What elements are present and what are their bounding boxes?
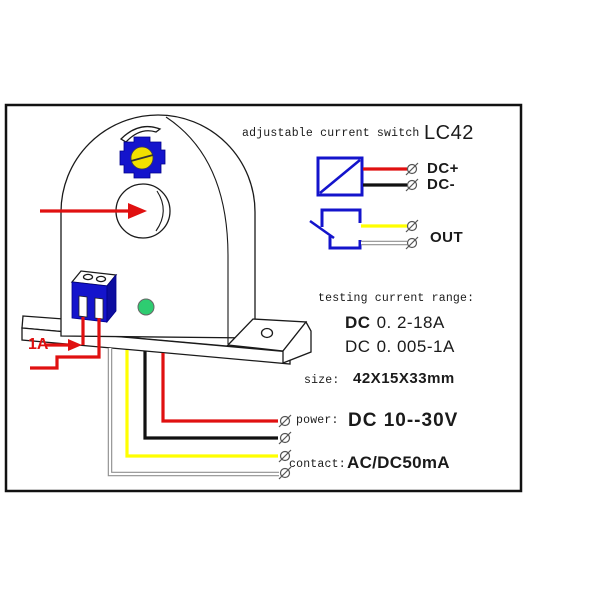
switch-symbol xyxy=(309,208,362,250)
power-label: power: xyxy=(296,414,339,427)
contact-label: contact: xyxy=(289,458,346,471)
terminal-icon xyxy=(405,236,419,250)
power-symbol-box xyxy=(316,156,364,197)
current-arrow xyxy=(68,339,82,351)
diagram-frame xyxy=(4,103,523,493)
contact-value: AC/DC50mA xyxy=(347,453,450,472)
hole-pointer-arrow xyxy=(40,203,147,219)
indicator-led xyxy=(137,298,155,316)
range-2-unit: DC xyxy=(345,337,371,356)
molding-mark xyxy=(119,125,162,143)
label-dc-plus: DC+ xyxy=(427,160,459,177)
terminal-icon xyxy=(278,466,292,480)
wire-red xyxy=(161,353,278,423)
diagram-title: adjustable current switch xyxy=(242,127,420,140)
terminal-block xyxy=(70,270,118,324)
terminal-icon xyxy=(405,162,419,176)
testing-range-heading: testing current range: xyxy=(318,292,475,305)
terminal-icon xyxy=(278,414,292,428)
range-1-value: 0. 2-18A xyxy=(376,313,445,332)
mount-hole xyxy=(260,327,274,339)
label-out: OUT xyxy=(430,229,464,246)
test-current-label: 1A xyxy=(28,336,49,353)
range-2-value: 0. 005-1A xyxy=(376,337,455,356)
power-value: DC 10--30V xyxy=(348,410,459,431)
wire-black xyxy=(143,351,278,440)
wire-white xyxy=(107,348,279,477)
model-number: LC42 xyxy=(424,122,474,144)
potentiometer xyxy=(119,136,166,179)
size-label: size: xyxy=(304,374,340,387)
size-value: 42X15X33mm xyxy=(353,370,455,387)
terminal-icon xyxy=(405,178,419,192)
testing-range-1: DC 0. 2-18A xyxy=(345,314,445,332)
label-dc-minus: DC- xyxy=(427,176,456,193)
terminal-pin xyxy=(94,297,104,320)
testing-range-2: DC 0. 005-1A xyxy=(345,338,455,356)
terminal-icon xyxy=(278,431,292,445)
mounting-ear xyxy=(226,318,312,364)
test-current-wires xyxy=(30,317,101,370)
wire-yellow xyxy=(125,350,278,458)
range-1-unit: DC xyxy=(345,313,371,332)
terminal-icon xyxy=(278,449,292,463)
terminal-icon xyxy=(405,219,419,233)
terminal-pin xyxy=(78,295,88,318)
